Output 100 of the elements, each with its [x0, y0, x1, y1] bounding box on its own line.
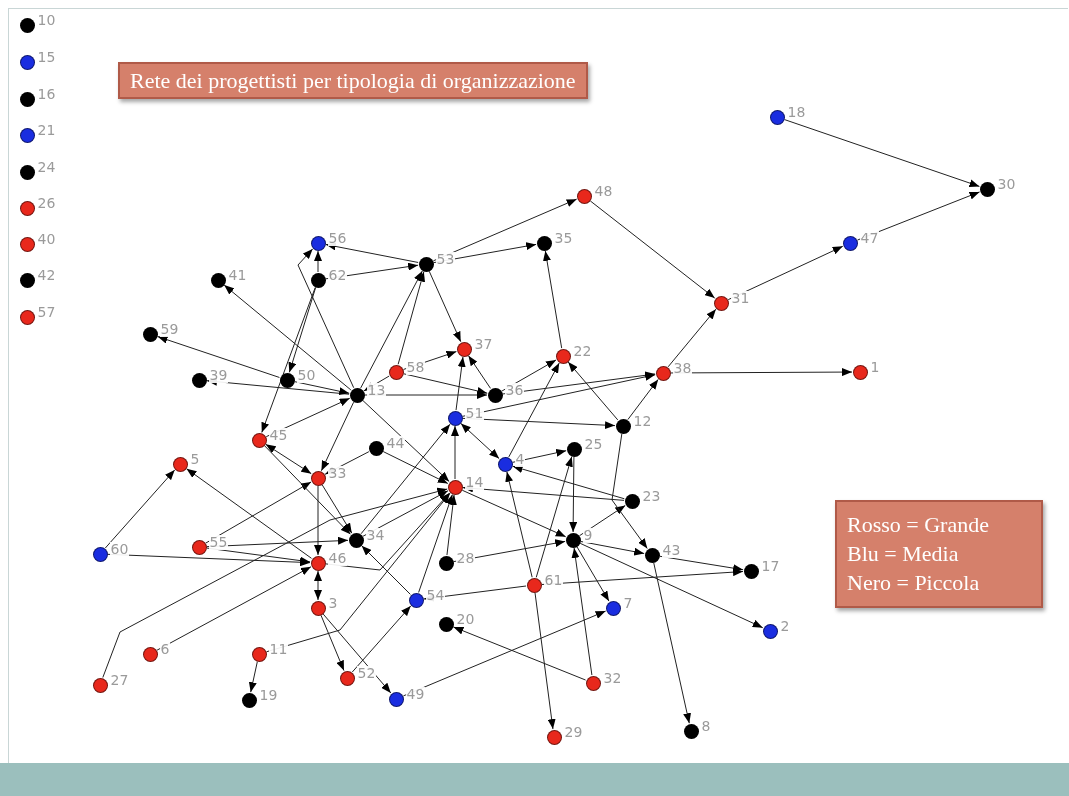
node-label: 54 [425, 587, 446, 603]
arrow [543, 250, 563, 349]
node-label: 14 [464, 474, 485, 490]
node-label: 42 [36, 267, 57, 283]
node-label: 13 [366, 382, 387, 398]
arrow [512, 448, 567, 463]
node-label: 26 [36, 195, 57, 211]
arrow [324, 451, 370, 475]
arrow [314, 570, 322, 601]
arrow [727, 245, 844, 301]
legend-text: Nero = Piccola [847, 569, 981, 597]
legend-text: Blu = Media [847, 540, 960, 568]
node-label: 55 [208, 534, 229, 550]
node-label: 56 [327, 230, 348, 246]
arrow [567, 361, 619, 421]
arrow [402, 610, 607, 697]
node-label: 5 [189, 451, 201, 467]
arrow [265, 443, 312, 475]
arrow [325, 242, 419, 263]
arrow [589, 200, 716, 299]
arrow [360, 270, 423, 389]
node-label: 19 [258, 687, 279, 703]
arrow [535, 456, 573, 578]
node-label: 18 [786, 104, 807, 120]
node-label: 23 [641, 488, 662, 504]
arrow [453, 539, 566, 563]
arrow [512, 465, 625, 500]
node-label: 34 [365, 527, 386, 543]
arrow [579, 542, 764, 629]
node-label: 8 [700, 718, 712, 734]
arrow [462, 484, 625, 501]
legend-box [835, 500, 1043, 608]
arrow [264, 445, 351, 535]
node-label: 44 [385, 435, 406, 451]
node-label: 28 [455, 550, 476, 566]
arrow [223, 284, 352, 391]
arrow [107, 553, 311, 567]
node-label: 12 [632, 413, 653, 429]
node-label: 39 [208, 367, 229, 383]
arrow [351, 605, 412, 673]
arrow [571, 547, 593, 676]
arrow [206, 536, 349, 548]
node-label: 53 [435, 251, 456, 267]
node-label: 3 [327, 595, 339, 611]
arrow [261, 287, 316, 433]
arrow [403, 373, 488, 395]
arrow [186, 468, 312, 559]
node-label: 1 [869, 359, 881, 375]
node-label: 51 [464, 405, 485, 421]
node-label: 17 [760, 558, 781, 574]
node-label: 57 [36, 304, 57, 320]
arrow [325, 492, 451, 571]
arrow [266, 492, 451, 653]
arrow [320, 401, 355, 472]
arrow [502, 371, 656, 395]
arrow [576, 546, 610, 602]
arrow [294, 381, 350, 396]
node-label: 27 [109, 672, 130, 688]
node-label: 32 [602, 670, 623, 686]
arrow [325, 262, 419, 280]
node-label: 52 [356, 665, 377, 681]
node-label: 50 [296, 367, 317, 383]
title: Rete dei progettisti per tipologia di organizzazione [130, 67, 576, 95]
node-label: 61 [543, 572, 564, 588]
node-label: 9 [582, 527, 594, 543]
node-label: 47 [859, 230, 880, 246]
arrow [462, 417, 616, 430]
arrow [156, 566, 312, 651]
arrow [397, 271, 426, 365]
node-label: 10 [36, 12, 57, 28]
arrow [505, 471, 533, 578]
arrow [363, 375, 390, 392]
arrow [541, 568, 744, 585]
arrow [667, 308, 717, 368]
node-label: 45 [268, 427, 289, 443]
node-label: 30 [996, 176, 1017, 192]
node-label: 20 [455, 611, 476, 627]
node-label: 40 [36, 231, 57, 247]
arrow [627, 378, 659, 421]
node-label: 46 [327, 550, 348, 566]
arrow [534, 592, 556, 730]
arrow [508, 362, 560, 458]
node-label: 22 [572, 343, 593, 359]
arrow [361, 545, 411, 595]
node-label: 41 [227, 267, 248, 283]
node-label: 38 [672, 360, 693, 376]
arrow [611, 433, 648, 550]
arrow [288, 287, 317, 373]
arrow [206, 547, 311, 565]
node-label: 33 [327, 465, 348, 481]
arrow [382, 451, 449, 484]
arrow [446, 494, 457, 556]
arrow [104, 469, 176, 549]
arrow [248, 661, 258, 693]
arrow [433, 242, 537, 264]
arrow [784, 119, 980, 187]
arrow [360, 423, 451, 535]
arrow [320, 614, 345, 672]
arrow [460, 422, 500, 460]
node-label: 43 [661, 542, 682, 558]
